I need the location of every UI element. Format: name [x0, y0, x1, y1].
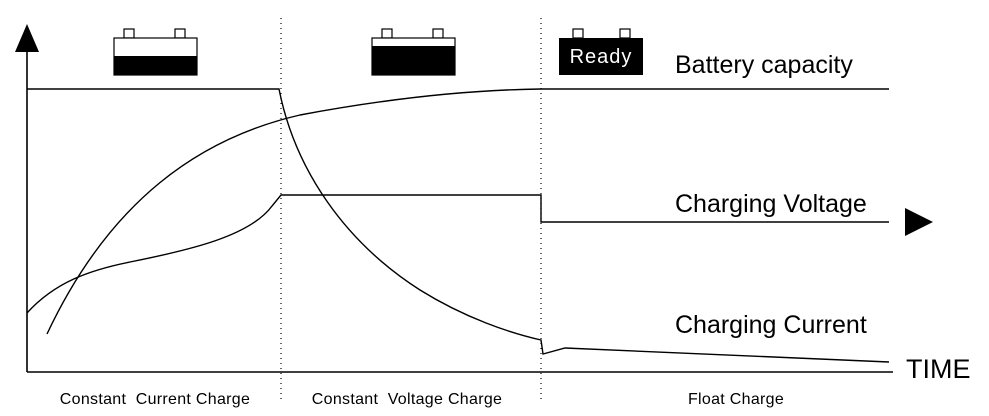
battery-icon-partial [113, 28, 198, 76]
battery-icon-ready: Ready [559, 28, 643, 75]
charging-current-curve [27, 88, 890, 363]
phase-label-float: Float Charge [688, 391, 784, 408]
ready-label: Ready [570, 46, 633, 68]
charging-voltage-label: Charging Voltage [675, 190, 867, 218]
charging-current-label: Charging Current [675, 311, 867, 339]
time-axis-label: TIME [906, 354, 971, 384]
voltage-arrowhead [905, 208, 933, 236]
phase-label-constant-voltage: Constant Voltage Charge [312, 391, 502, 408]
battery-capacity-curve [46, 88, 889, 335]
charging-voltage-curve [26, 194, 889, 314]
battery-icon-near-full [371, 28, 456, 76]
y-axis-arrowhead [15, 24, 39, 52]
phase-label-constant-current: Constant Current Charge [60, 391, 250, 408]
battery-capacity-label: Battery capacity [675, 51, 853, 79]
